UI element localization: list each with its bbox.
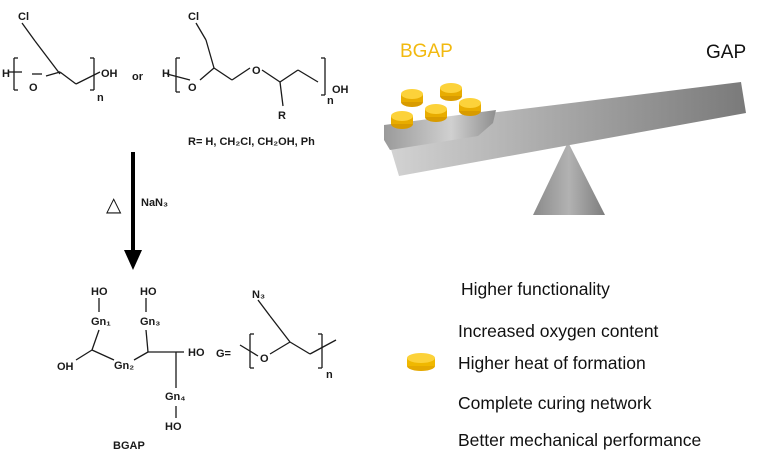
bgap-structure: HO Gn₁ HO Gn₃ Gn₂ OH HO Gn₄ HO bbox=[57, 286, 205, 433]
r2-h-label: H bbox=[162, 68, 170, 80]
g-n3-label: N₃ bbox=[252, 289, 265, 301]
r1-h-label: H bbox=[2, 68, 10, 80]
properties-list: Higher functionality Increased oxygen co… bbox=[458, 279, 701, 450]
balance-right-label: GAP bbox=[706, 42, 746, 63]
reaction-arrow bbox=[124, 152, 142, 270]
reactant-1-structure: Cl H O OH n bbox=[2, 11, 118, 104]
bgap-ho-top2: HO bbox=[140, 286, 157, 298]
or-label: or bbox=[132, 71, 144, 83]
bgap-gn3: Gn₃ bbox=[140, 316, 160, 328]
g-unit-structure: N₃ O n bbox=[239, 289, 337, 381]
balance-scale bbox=[384, 82, 746, 215]
r2-o2-label: O bbox=[252, 65, 261, 77]
heat-triangle-icon: △ bbox=[106, 192, 122, 216]
bgap-ho-top1: HO bbox=[91, 286, 108, 298]
bgap-gn2: Gn₂ bbox=[114, 360, 134, 372]
reagent-label: NaN₃ bbox=[141, 197, 168, 209]
r2-oh-label: OH bbox=[332, 84, 349, 96]
r1-o-label: O bbox=[29, 82, 38, 94]
balance-tray bbox=[384, 110, 496, 150]
bgap-gn1: Gn₁ bbox=[91, 316, 111, 328]
r2-n-label: n bbox=[327, 95, 334, 107]
property-item: Higher functionality bbox=[461, 279, 610, 299]
r1-cl-label: Cl bbox=[18, 11, 29, 23]
g-equals-label: G= bbox=[216, 348, 231, 360]
r-groups-label: R= H, CH₂Cl, CH₂OH, Ph bbox=[188, 136, 315, 148]
balance-beam bbox=[384, 82, 746, 176]
g-n-label: n bbox=[326, 369, 333, 381]
property-item: Increased oxygen content bbox=[458, 321, 659, 341]
property-item: Complete curing network bbox=[458, 393, 652, 413]
r1-oh-label: OH bbox=[101, 68, 118, 80]
r2-cl-label: Cl bbox=[188, 11, 199, 23]
bgap-ho-bottom: HO bbox=[165, 421, 182, 433]
r1-n-label: n bbox=[97, 92, 104, 104]
r2-o1-label: O bbox=[188, 82, 197, 94]
property-item: Better mechanical performance bbox=[458, 430, 701, 450]
bgap-gn4: Gn₄ bbox=[165, 391, 186, 403]
balance-left-label: BGAP bbox=[400, 41, 453, 62]
reactant-2-structure: Cl H O O R OH n bbox=[162, 11, 349, 122]
bgap-ho-right: HO bbox=[188, 347, 205, 359]
property-item: Higher heat of formation bbox=[458, 353, 646, 373]
yellow-cylinder-icon bbox=[407, 353, 435, 371]
g-o-label: O bbox=[260, 353, 269, 365]
r2-r-label: R bbox=[278, 110, 286, 122]
bgap-product-label: BGAP bbox=[113, 440, 145, 452]
bgap-oh-left: OH bbox=[57, 361, 74, 373]
fulcrum bbox=[533, 142, 605, 215]
